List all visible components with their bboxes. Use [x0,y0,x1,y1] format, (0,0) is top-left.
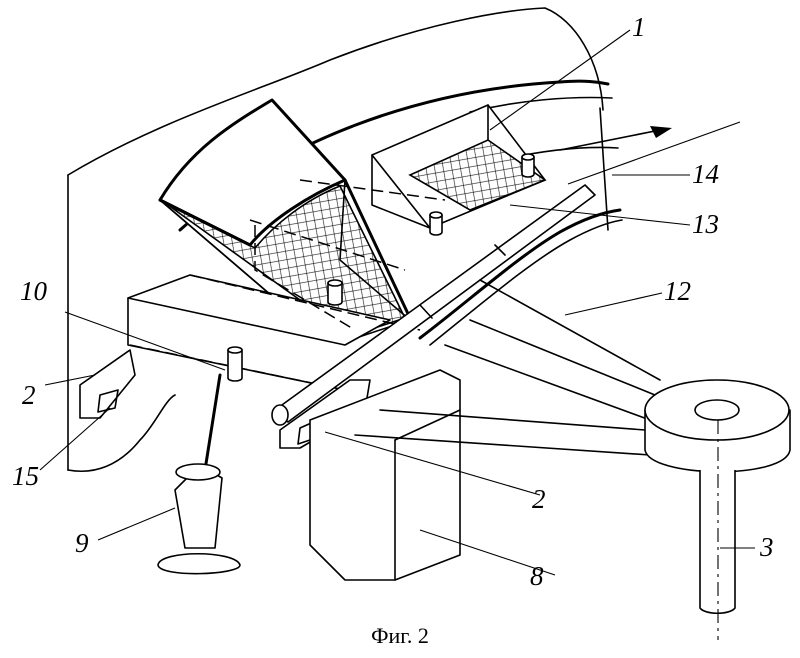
leader-lines [39,29,755,576]
small-cylinders [227,153,535,382]
label-3: 3 [759,532,774,562]
hidden-lines [129,179,446,391]
figure-caption: Фиг. 2 [371,623,429,648]
channel-left [79,349,136,419]
label-8: 8 [530,561,544,591]
label-13: 13 [692,209,719,239]
direction-arrow [559,121,741,185]
label-2-left: 2 [22,380,36,410]
label-15: 15 [12,461,39,491]
reference-labels: 1 14 13 12 10 2 15 2 9 8 3 [12,12,774,591]
label-9: 9 [75,528,89,558]
label-10: 10 [20,276,48,306]
label-1: 1 [632,12,646,42]
pipe-13 [271,184,596,426]
housing-shell [67,7,604,472]
cylinder-9 [157,373,241,575]
rotor-3 [354,279,791,640]
small-tray-1 [371,104,547,229]
large-mesh-tray [158,98,412,341]
label-12: 12 [664,276,691,306]
label-2-center: 2 [532,484,546,514]
label-14: 14 [692,159,719,189]
